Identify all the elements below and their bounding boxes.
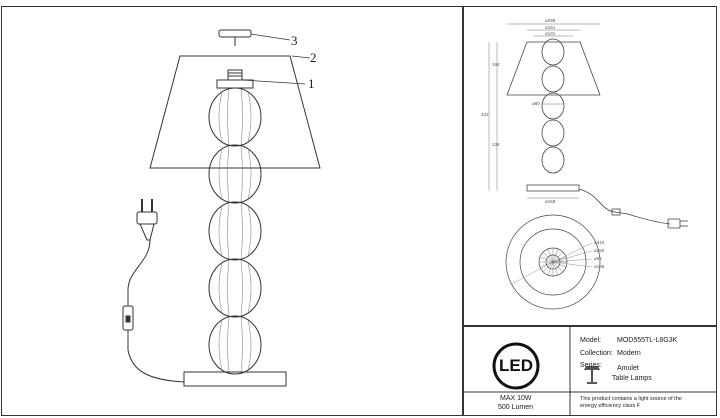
model-label: Model: [580, 337, 602, 344]
series-value: Amulet [617, 365, 639, 372]
spec-power: MAX 10W [500, 395, 532, 402]
neck-collar [216, 79, 254, 89]
product-type: Table Lamps [612, 375, 652, 382]
callout-1: 1 [308, 76, 315, 91]
main-view-frame [1, 6, 463, 416]
energy-note-line1: This product contains a light source of … [580, 396, 682, 402]
dim-plan-r1: ø315 [594, 240, 605, 245]
table-lamp-icon [584, 366, 600, 384]
collection-label: Collection: [580, 350, 613, 357]
plan-view [505, 214, 601, 310]
title-block-grid [463, 326, 717, 416]
dim-base: ø158 [545, 199, 556, 204]
collection-value: Modern [617, 350, 641, 357]
dim-plan-r2: ø250 [594, 248, 605, 253]
leader-3 [250, 33, 291, 41]
led-logo-ring [492, 342, 540, 390]
callout-3: 3 [291, 33, 298, 48]
leader-2 [291, 55, 311, 59]
title-block-frame [463, 326, 717, 416]
plug-body [136, 211, 158, 225]
power-cable [127, 330, 185, 383]
spec-lumen: 500 Lumen [498, 404, 534, 411]
led-logo-text: LED [499, 356, 533, 375]
glass-beads [208, 87, 262, 375]
dim-top-w1: ø298 [545, 18, 556, 23]
series-label: Series: [580, 362, 602, 369]
energy-note-line2: energy efficiency class F [580, 403, 641, 409]
top-cap [218, 29, 252, 38]
side-shade [506, 41, 601, 96]
dim-neck: ø80 [532, 101, 540, 106]
leader-1 [241, 79, 306, 85]
dim-body-height: 238 [492, 142, 500, 147]
model-value: MOD555TL-L8G3K [617, 337, 678, 344]
dim-plan-r4: ø158 [594, 264, 605, 269]
side-dimension-view [488, 23, 688, 229]
lampholder [227, 69, 243, 81]
dim-total-height: 432 [481, 112, 489, 117]
bead-ribs [218, 88, 252, 374]
callout-2: 2 [310, 50, 317, 65]
dim-plan-r3: ø86 [594, 256, 602, 261]
main-lamp-elevation [122, 29, 321, 387]
dim-shade-height: 184 [492, 62, 500, 67]
dim-top-w2: ø151 [545, 25, 556, 30]
lamp-base [183, 371, 287, 387]
side-view-frame [463, 6, 717, 326]
dim-top-w3: ø131 [545, 31, 556, 36]
